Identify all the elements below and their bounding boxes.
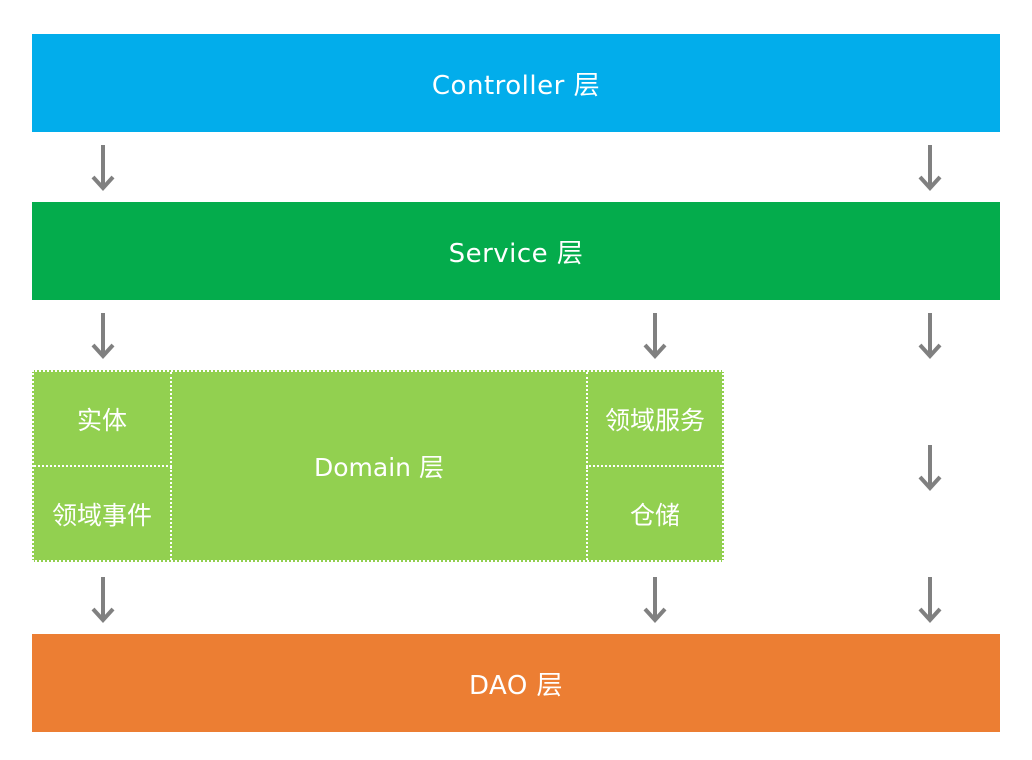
entity-label: 实体: [76, 405, 127, 435]
arrow-down-icon: [643, 313, 667, 359]
arrow-down-icon: [918, 445, 942, 491]
controller-layer: Controller 层: [32, 34, 1000, 132]
dao-layer: DAO 层: [32, 634, 1000, 732]
arrow-down-icon: [918, 313, 942, 359]
domain-layer-center: Domain 层: [172, 372, 586, 560]
arrow-down-icon: [91, 145, 115, 191]
repository-cell: 仓储: [586, 467, 722, 560]
arrow-down-icon: [91, 313, 115, 359]
dao-layer-label: DAO 层: [468, 670, 564, 701]
controller-layer-label: Controller 层: [431, 70, 601, 101]
domain-layer-label: Domain 层: [314, 453, 444, 482]
repository-label: 仓储: [629, 500, 680, 530]
entity-cell: 实体: [34, 372, 172, 467]
arrow-down-icon: [918, 577, 942, 623]
domain-event-label: 领域事件: [51, 500, 152, 530]
arrow-down-icon: [91, 577, 115, 623]
service-layer: Service 层: [32, 202, 1000, 300]
service-layer-label: Service 层: [448, 238, 584, 269]
domain-service-cell: 领域服务: [586, 372, 722, 467]
arrow-down-icon: [643, 577, 667, 623]
domain-service-label: 领域服务: [604, 405, 705, 435]
arrow-down-icon: [918, 145, 942, 191]
domain-event-cell: 领域事件: [34, 467, 172, 560]
domain-layer: 实体 领域事件 Domain 层 领域服务 仓储: [32, 370, 724, 562]
